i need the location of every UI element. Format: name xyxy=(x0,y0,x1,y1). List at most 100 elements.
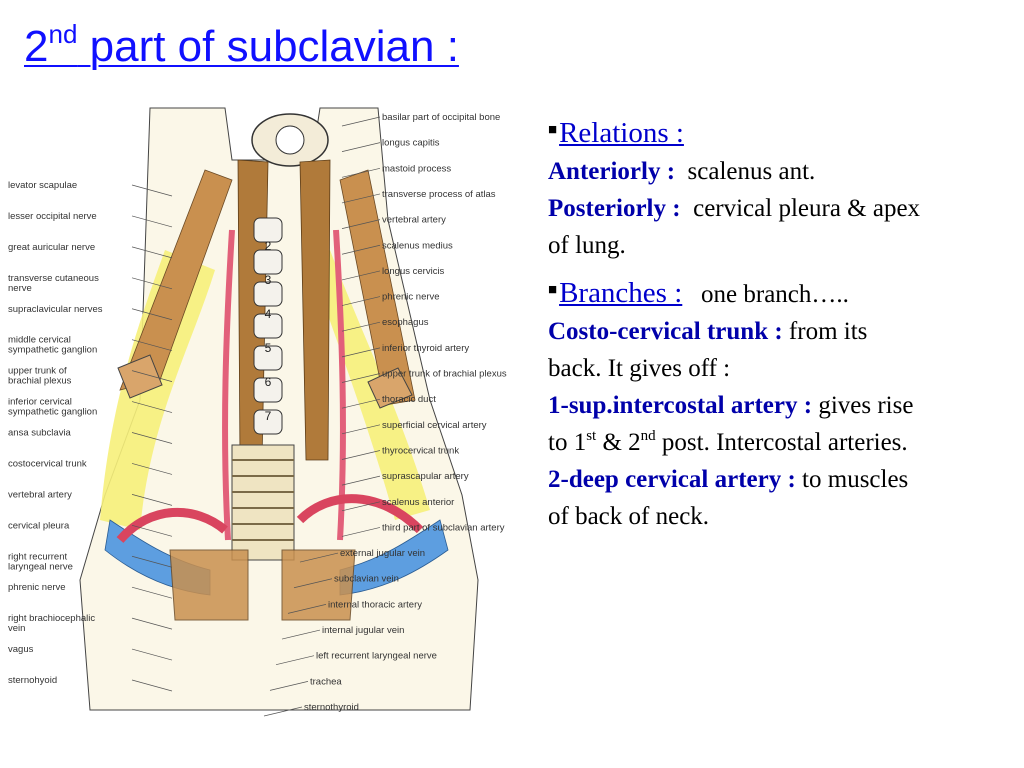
subclavian-artery-right xyxy=(296,494,424,534)
vertebra-body xyxy=(253,281,283,307)
text-part: to 1 xyxy=(548,429,587,456)
leader-line xyxy=(341,398,381,409)
anteriorly-line: Anteriorly : scalenus ant. xyxy=(548,153,1024,190)
label-line: sympathetic ganglion xyxy=(8,345,97,356)
vertebra-body xyxy=(253,409,283,435)
costocervical-text: from its xyxy=(788,318,868,345)
costocervical-line-2: back. It gives off : xyxy=(548,355,731,382)
leader-line xyxy=(341,193,381,204)
figure-label: transverse process of atlas xyxy=(382,189,496,200)
page-title: 2nd part of subclavian : xyxy=(24,19,584,73)
vertebra-number: 6 xyxy=(265,375,272,389)
posteriorly-term: Posteriorly : xyxy=(548,195,681,222)
title-rest: part of subclavian : xyxy=(77,22,459,71)
vertebra-body xyxy=(253,217,283,243)
figure-label: third part of subclavian artery xyxy=(382,522,505,533)
label-line: laryngeal nerve xyxy=(8,561,73,572)
leader-line xyxy=(299,552,339,563)
leader-line xyxy=(131,401,173,413)
label-line: lesser occipital nerve xyxy=(8,211,97,222)
label-line: inferior cervical xyxy=(8,397,72,408)
sup-intercostal-line: 1-sup.intercostal artery : gives rise xyxy=(548,387,1024,424)
leader-line xyxy=(275,655,315,666)
leader-line xyxy=(131,648,173,661)
sup-intercostal-term: 1-sup.intercostal artery : xyxy=(548,392,813,419)
label-line: right recurrent xyxy=(8,551,67,562)
sternothyroid-band xyxy=(169,549,249,621)
figure-label: mastoid process xyxy=(382,163,451,174)
leader-line xyxy=(341,450,381,460)
bullet-square-icon: ■ xyxy=(548,122,558,138)
leader-line xyxy=(341,321,381,332)
vertebra-body xyxy=(253,313,283,339)
leader-line xyxy=(131,277,173,290)
leader-line xyxy=(131,339,173,352)
figure-label: subclavian vein xyxy=(334,574,399,585)
label-line: middle cervical xyxy=(8,335,71,346)
superscript: nd xyxy=(640,428,656,444)
label-line: sternohyoid xyxy=(8,675,57,686)
figure-label: cervical pleura xyxy=(8,520,70,531)
figure-label: inferior thyroid artery xyxy=(382,343,469,354)
leader-line xyxy=(131,463,173,475)
leader-line xyxy=(131,370,173,382)
label-line: supraclavicular nerves xyxy=(8,304,103,315)
label-line: brachial plexus xyxy=(8,376,72,387)
figure-label: scalenus medius xyxy=(382,240,453,251)
figure-label: phrenic nerve xyxy=(8,582,66,593)
leader-line xyxy=(263,706,303,717)
figure-label: esophagus xyxy=(382,317,429,328)
leader-line xyxy=(131,679,173,692)
trachea-column xyxy=(231,444,295,561)
posteriorly-text: cervical pleura & apex xyxy=(693,195,921,222)
leader-line xyxy=(341,501,381,512)
leader-line xyxy=(341,347,381,358)
leader-line xyxy=(341,116,381,127)
figure-label: levator scapulae xyxy=(8,180,77,191)
figure-label: ansa subclavia xyxy=(8,428,72,439)
label-line: great auricular nerve xyxy=(8,242,95,253)
leader-line xyxy=(341,296,381,306)
vertebra-body xyxy=(253,249,283,275)
figure-label: upper trunk of brachial plexus xyxy=(382,369,507,380)
figure-label: external jugular vein xyxy=(340,548,425,559)
branches-heading: Branches : xyxy=(559,277,683,309)
leader-line xyxy=(341,373,381,383)
sup-intercostal-line-2: to 1st & 2nd post. Intercostal arteries. xyxy=(548,424,1024,461)
leader-line xyxy=(131,494,173,506)
leader-line xyxy=(341,219,381,229)
subclavian-artery-left xyxy=(116,507,228,544)
longus-muscle-right xyxy=(299,159,331,461)
relations-heading-line: ■Relations : xyxy=(548,112,1024,153)
figure-label: sternothyroid xyxy=(304,702,359,713)
vertebra-number: 5 xyxy=(265,341,272,355)
figure-label: superficial cervical artery xyxy=(382,420,487,431)
vertebra-number: 4 xyxy=(265,307,272,321)
foramen xyxy=(275,125,305,155)
yellow-plexus-left xyxy=(100,250,215,530)
leader-line xyxy=(281,629,321,640)
costocervical-line: Costo-cervical trunk : from its xyxy=(548,313,1024,350)
leader-line xyxy=(341,527,381,537)
figure-label: thyrocervical trunk xyxy=(382,445,459,456)
leader-line xyxy=(131,184,173,197)
vertebra-number: 3 xyxy=(265,273,272,287)
label-line: vagus xyxy=(8,644,34,655)
figure-label: supraclavicular nerves xyxy=(8,304,103,315)
leader-line xyxy=(131,555,173,568)
leader-line xyxy=(131,432,173,444)
posteriorly-line-2: of lung. xyxy=(548,232,626,259)
deep-cervical-line: 2-deep cervical artery : to muscles xyxy=(548,461,1024,498)
label-line: phrenic nerve xyxy=(8,582,66,593)
title-superscript: nd xyxy=(48,19,78,49)
label-line: right brachiocephalic xyxy=(8,613,95,624)
label-line: nerve xyxy=(8,283,32,294)
branches-heading-line: ■Branches : one branch….. xyxy=(548,272,1024,313)
figure-label: thoracic duct xyxy=(382,394,436,405)
leader-line xyxy=(269,681,309,691)
figure-label: suprascapular artery xyxy=(382,471,469,482)
leader-line xyxy=(341,270,381,281)
